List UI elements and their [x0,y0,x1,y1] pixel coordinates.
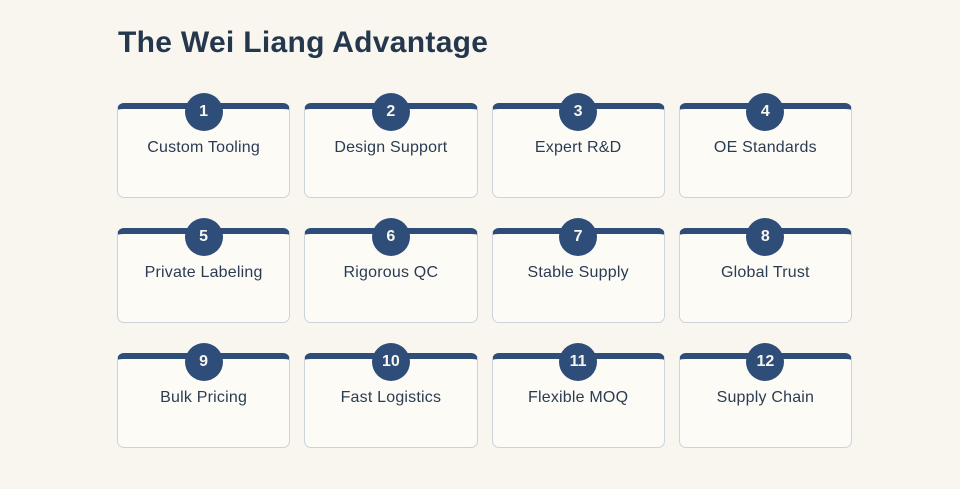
card-label: Bulk Pricing [160,389,248,406]
advantage-card: 2 Design Support [304,93,478,198]
card-number-badge: 10 [371,343,410,381]
advantage-card: 1 Custom Tooling [117,93,291,198]
advantage-card: 8 Global Trust [678,218,852,323]
card-number-badge: 1 [184,93,223,131]
card-label: Global Trust [721,264,810,281]
advantage-card: 3 Expert R&D [491,93,665,198]
card-label: Expert R&D [534,139,622,156]
card-number-badge: 11 [559,343,598,381]
card-number-badge: 5 [184,218,223,256]
advantage-card: 12 Supply Chain [678,343,852,448]
card-label: Fast Logistics [340,389,442,406]
card-number-badge: 7 [559,218,598,256]
advantage-card: 10 Fast Logistics [304,343,478,448]
advantage-grid: 1 Custom Tooling 2 Design Support 3 Expe… [117,93,852,448]
card-label: Stable Supply [527,264,629,281]
card-number-badge: 9 [184,343,223,381]
advantage-card: 6 Rigorous QC [304,218,478,323]
card-number-badge: 3 [559,93,598,131]
card-label: Private Labeling [144,264,263,281]
advantage-card: 7 Stable Supply [491,218,665,323]
advantage-card: 11 Flexible MOQ [491,343,665,448]
page-title: The Wei Liang Advantage [118,26,489,59]
advantage-card: 5 Private Labeling [117,218,291,323]
card-label: Design Support [334,139,448,156]
card-number-badge: 4 [746,93,785,131]
card-number-badge: 2 [371,93,410,131]
advantage-card: 9 Bulk Pricing [117,343,291,448]
card-number-badge: 8 [746,218,785,256]
card-number-badge: 6 [371,218,410,256]
card-label: OE Standards [713,139,817,156]
card-label: Custom Tooling [147,139,261,156]
card-label: Rigorous QC [343,264,439,281]
advantage-card: 4 OE Standards [678,93,852,198]
card-number-badge: 12 [746,343,785,381]
card-label: Supply Chain [716,389,815,406]
card-label: Flexible MOQ [528,389,629,406]
